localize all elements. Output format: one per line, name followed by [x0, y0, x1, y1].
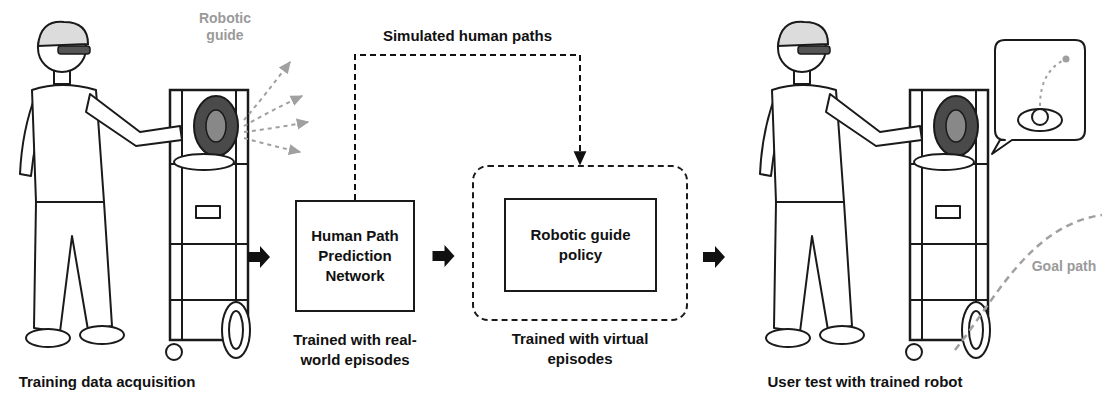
speech-bubble [1032, 109, 1048, 125]
speech-bubble [1018, 109, 1062, 131]
robot-path-arrows [244, 122, 308, 132]
region-caption: Trained with virtual episodes [500, 329, 660, 369]
robot-path-arrows [244, 96, 302, 126]
flow-arrow [433, 245, 455, 267]
process-box: Human Path Prediction Network [295, 200, 415, 312]
speech-bubble [992, 40, 1085, 154]
part-label: Robotic guide [188, 10, 262, 44]
connector-label: Simulated human paths [380, 26, 555, 46]
robot-path-arrows [244, 62, 308, 152]
connector-group [355, 55, 580, 200]
robot-path-arrows [244, 138, 300, 152]
flow-arrow [703, 246, 725, 268]
goal-path-line [955, 215, 1102, 350]
process-box: Robotic guide policy [504, 198, 657, 292]
speech-bubble [1063, 56, 1070, 63]
test-scene [760, 22, 990, 360]
dashed-region: Trained with virtual episodesRobotic gui… [472, 165, 688, 321]
flow-arrow [248, 246, 270, 268]
robot-path-arrows [244, 62, 290, 120]
stage-caption: User test with trained robot [740, 372, 990, 392]
training-scene [20, 22, 250, 360]
connector-group [433, 245, 455, 267]
stage-caption: Trained with real-world episodes [275, 330, 435, 370]
dashed-connector [355, 55, 580, 200]
path-label: Goal path [1030, 258, 1098, 275]
speech-bubble [992, 40, 1085, 154]
box-label: Robotic guide policy [514, 225, 647, 265]
stage-caption: Training data acquisition [4, 372, 210, 392]
box-label: Human Path Prediction Network [305, 226, 405, 286]
speech-bubble [1040, 60, 1064, 106]
